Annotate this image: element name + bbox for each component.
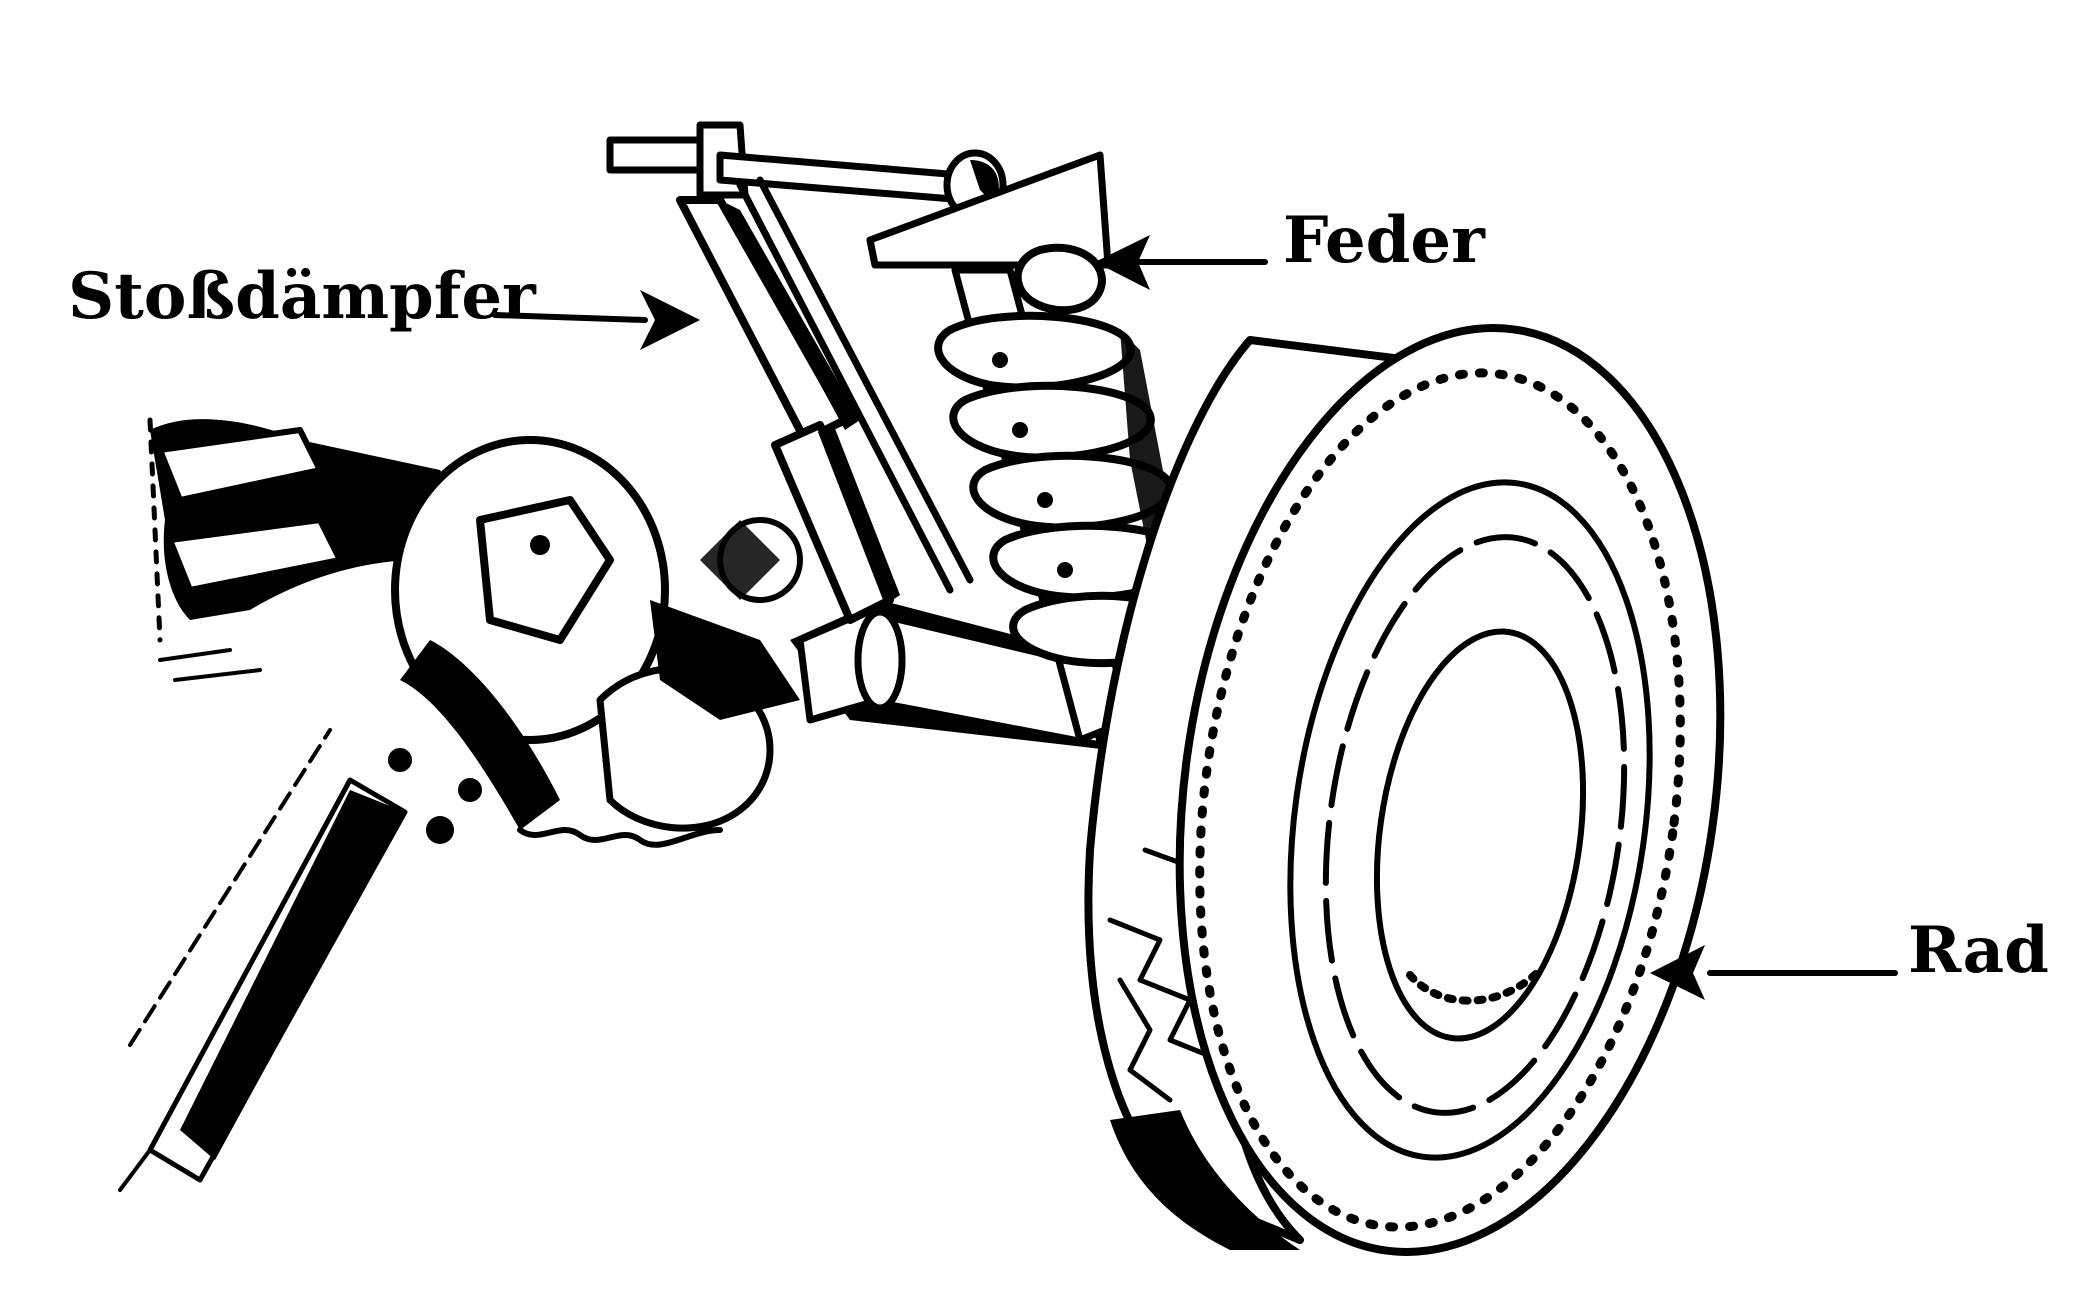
chassis-frame xyxy=(147,417,803,848)
leader-spring xyxy=(1095,235,1268,290)
shock-absorber xyxy=(606,121,1007,624)
leader-shock-absorber xyxy=(492,290,700,350)
label-spring: Feder xyxy=(1283,203,1486,278)
label-shock-absorber: Stoßdämpfer xyxy=(68,259,537,334)
leader-wheel xyxy=(1650,945,1898,1000)
wheel xyxy=(1084,324,1725,1256)
drive-shaft xyxy=(118,728,408,1192)
label-wheel: Rad xyxy=(1908,913,2049,988)
control-arm xyxy=(790,600,1110,750)
